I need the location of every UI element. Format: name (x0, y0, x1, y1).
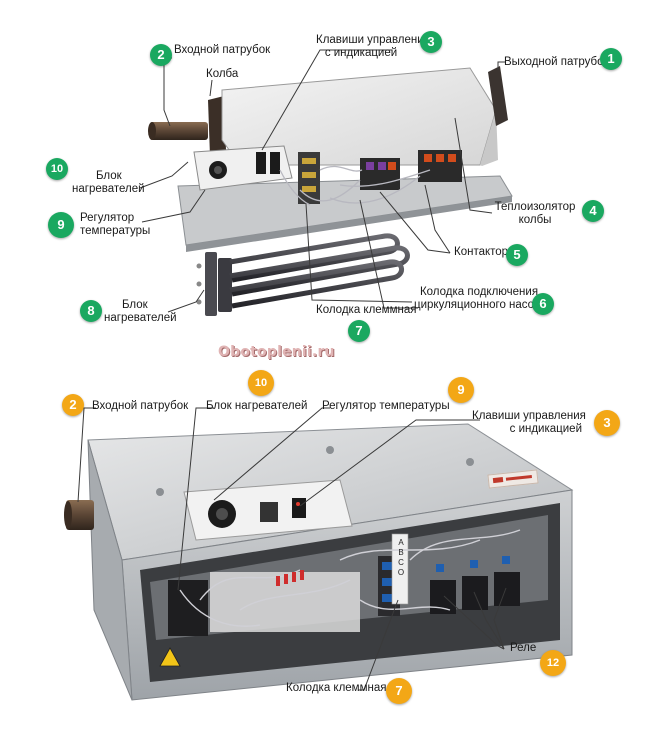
badge-bottom-terminal: 7 (386, 678, 412, 704)
label-top-pump-line1: Колодка подключения (419, 286, 539, 298)
label-top-heater-block-line2: нагревателей (72, 183, 145, 195)
label-top-bulb: Колба (206, 68, 239, 80)
terminal-letter-c: C (398, 558, 404, 567)
label-top-keys-line1: Клавиши управления (316, 34, 430, 46)
badge-top-terminal: 7 (348, 320, 370, 342)
label-bottom-heater-block: Блок нагревателей (206, 400, 308, 412)
badge-top-keys: 3 (420, 31, 442, 53)
terminal-letter-a: A (398, 538, 404, 547)
badge-top-inlet: 2 (150, 44, 172, 66)
label-bottom-keys-line2: с индикацией (509, 423, 582, 435)
label-top-keys: Клавиши управления с индикацией (316, 34, 430, 60)
badge-top-heater-elem: 8 (80, 300, 102, 322)
label-top-insulator-line2: колбы (518, 214, 552, 226)
watermark: Obotoplenii.ru (218, 344, 335, 360)
label-top-pump: Колодка подключения циркуляционного насо… (414, 286, 547, 312)
badge-top-pump: 6 (532, 293, 554, 315)
label-top-pump-line2: циркуляционного насоса (414, 299, 547, 311)
label-bottom-terminal: Колодка клеммная (286, 682, 387, 694)
label-bottom-keys: Клавиши управления с индикацией (472, 410, 586, 436)
top-leader-lines (139, 49, 505, 313)
label-bottom-regulator: Регулятор температуры (322, 400, 450, 412)
label-bottom-keys-line1: Клавиши управления (472, 410, 586, 422)
badge-bottom-relay: 12 (540, 650, 566, 676)
badge-bottom-keys: 3 (594, 410, 620, 436)
label-top-contactor: Контактор (454, 246, 509, 258)
label-top-inlet: Входной патрубок (174, 44, 271, 56)
label-top-heater-block-line1: Блок (96, 170, 122, 182)
badge-top-regulator: 9 (48, 212, 74, 238)
badge-bottom-heater-block: 10 (248, 370, 274, 396)
label-top-insulator-line1: Теплоизолятор (494, 201, 576, 213)
top-boiler-illustration (148, 66, 513, 316)
terminal-letter-o: O (397, 568, 405, 577)
label-top-regulator-line1: Регулятор (80, 212, 135, 224)
label-top-heater-elem-line2: нагревателей (104, 312, 177, 324)
label-top-regulator-line2: температуры (80, 225, 151, 237)
label-top-regulator: Регулятор температуры (80, 212, 150, 238)
bottom-boiler-illustration (64, 423, 574, 701)
label-top-heater-elem: Блок нагревателей (104, 299, 177, 325)
label-top-outlet: Выходной патрубок (504, 56, 609, 68)
badge-bottom-regulator: 9 (448, 377, 474, 403)
badge-top-insulator: 4 (582, 200, 604, 222)
terminal-strip-letters: A B C O (394, 538, 408, 578)
label-top-keys-line2: с индикацией (324, 47, 398, 59)
bottom-leader-lines (77, 407, 507, 691)
badge-bottom-inlet: 2 (62, 394, 84, 416)
terminal-letter-b: B (398, 548, 404, 557)
label-top-heater-elem-line1: Блок (122, 299, 148, 311)
label-top-heater-block: Блок нагревателей (72, 170, 145, 196)
label-bottom-inlet: Входной патрубок (92, 400, 189, 412)
badge-top-contactor: 5 (506, 244, 528, 266)
badge-top-heater-block: 10 (46, 158, 68, 180)
label-bottom-relay: Реле (510, 642, 537, 654)
badge-top-outlet: 1 (600, 48, 622, 70)
label-top-terminal: Колодка клеммная (316, 304, 417, 316)
label-top-insulator: Теплоизолятор колбы (490, 201, 580, 227)
